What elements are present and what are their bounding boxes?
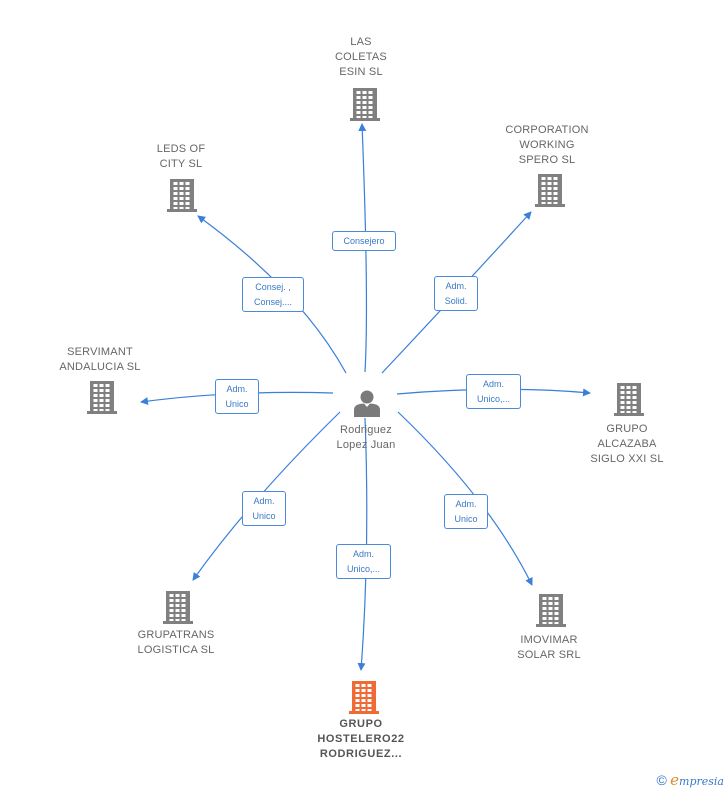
edge-las-coletas — [358, 123, 368, 373]
building-icon[interactable] — [349, 680, 379, 719]
company-name-leds-of-city[interactable]: LEDS OF CITY SL — [156, 143, 206, 170]
relation-label-grupo-alcazaba: Adm. Unico,... — [466, 374, 521, 409]
company-name-grupatrans[interactable]: GRUPATRANS LOGISTICA SL — [137, 629, 215, 656]
building-icon[interactable] — [87, 380, 117, 419]
empresia-brand: © empresia — [656, 771, 724, 789]
relation-label-servimant: Adm. Unico — [215, 379, 259, 414]
company-name-servimant[interactable]: SERVIMANT ANDALUCIA SL — [59, 346, 141, 373]
relation-label-grupo-hostelero: Adm. Unico,... — [336, 544, 391, 579]
person-icon[interactable] — [352, 388, 382, 418]
company-name-imovimar[interactable]: IMOVIMAR SOLAR SRL — [517, 634, 581, 661]
relation-label-grupatrans: Adm. Unico — [242, 491, 286, 526]
copyright-icon: © — [656, 772, 667, 788]
company-name-grupo-alcazaba[interactable]: GRUPO ALCAZABA SIGLO XXI SL — [590, 423, 664, 465]
relation-label-leds-of-city: Consej. , Consej.... — [242, 277, 304, 312]
building-icon[interactable] — [536, 593, 566, 632]
company-name-corporation-working[interactable]: CORPORATION WORKING SPERO SL — [505, 124, 589, 166]
relation-label-imovimar: Adm. Unico — [444, 494, 488, 529]
building-icon[interactable] — [535, 173, 565, 212]
building-icon[interactable] — [614, 382, 644, 421]
company-name-grupo-hostelero[interactable]: GRUPO HOSTELERO22 RODRIGUEZ... — [317, 718, 405, 760]
center-person-name[interactable]: Rodriguez Lopez Juan — [336, 424, 396, 451]
relation-label-las-coletas: Consejero — [332, 231, 396, 251]
building-icon[interactable] — [163, 590, 193, 629]
company-name-las-coletas[interactable]: LAS COLETAS ESIN SL — [335, 36, 387, 78]
brand-name: mpresia — [679, 775, 724, 788]
building-icon[interactable] — [167, 178, 197, 217]
relation-label-corporation-working: Adm. Solid. — [434, 276, 478, 311]
building-icon[interactable] — [350, 87, 380, 126]
brand-initial: e — [670, 771, 680, 789]
